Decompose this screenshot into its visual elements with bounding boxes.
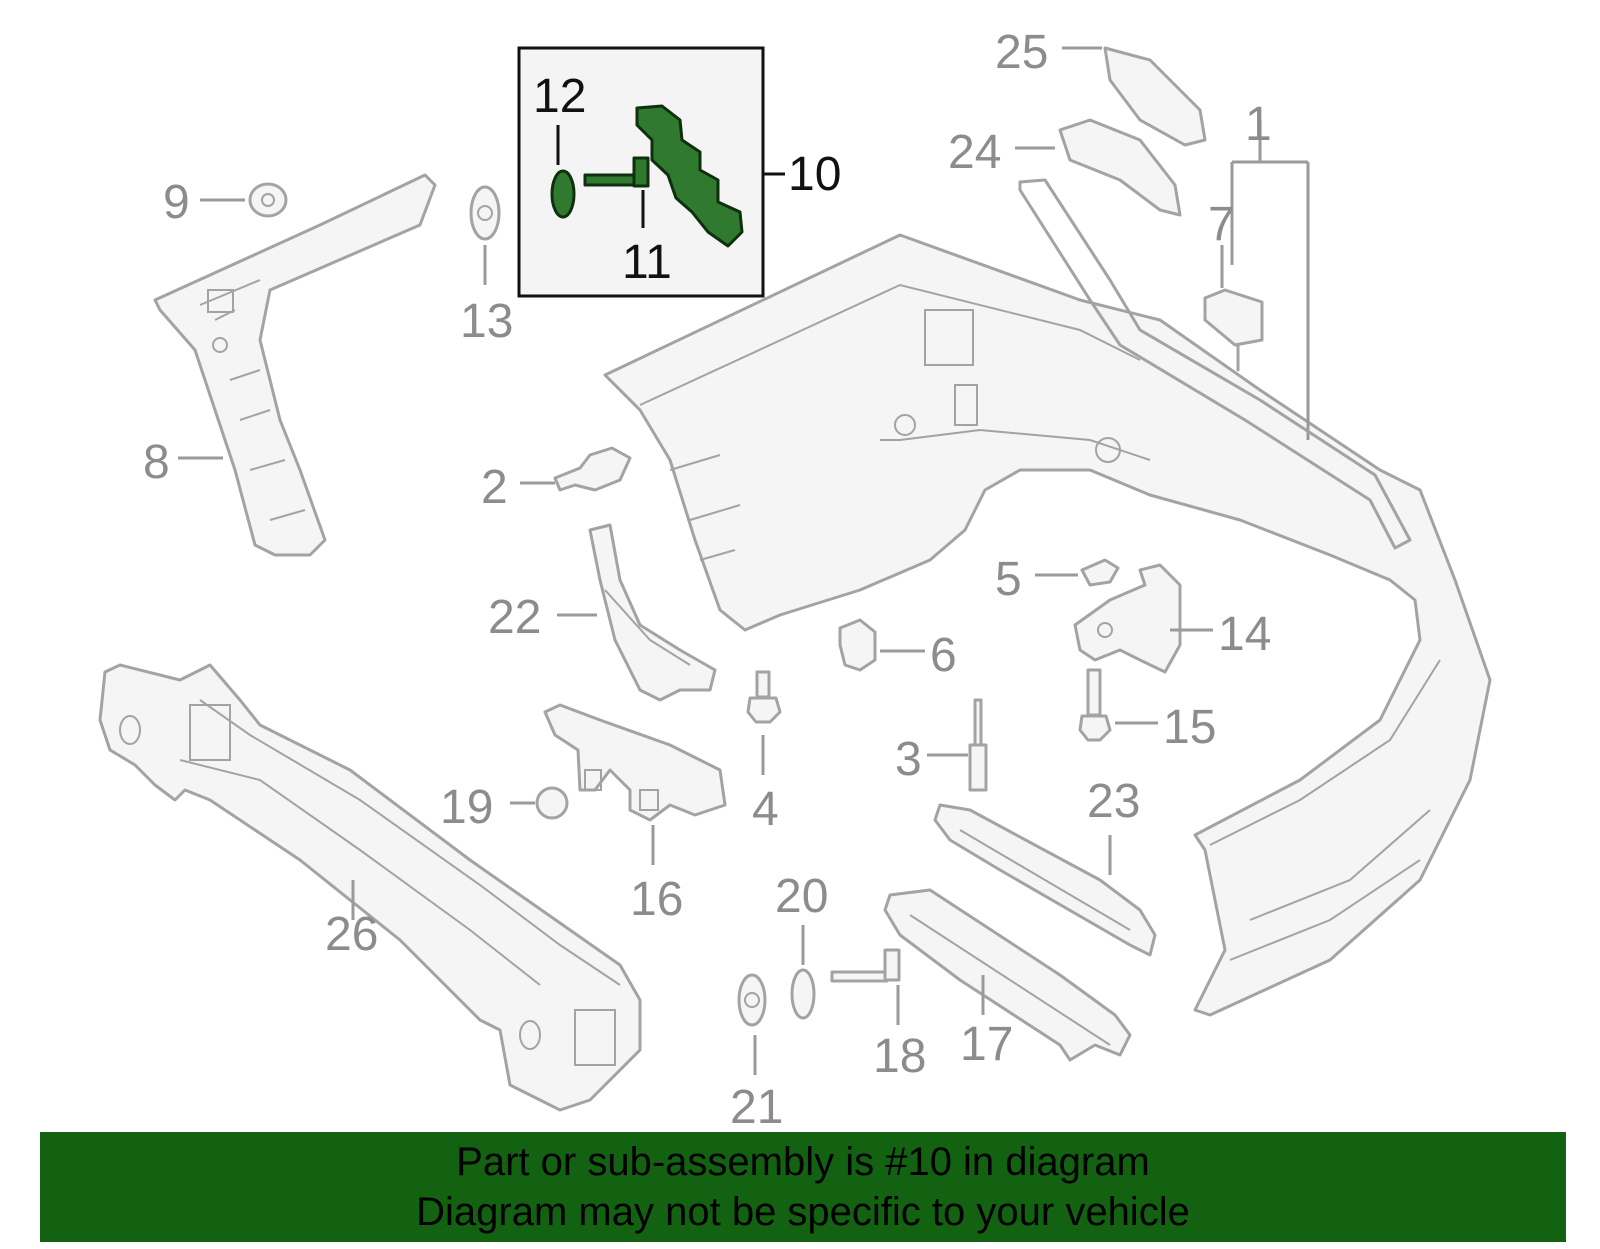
callout-6: 6 [930,629,957,682]
callout-17: 17 [960,1018,1013,1071]
callout-3: 3 [895,733,922,786]
callout-10: 10 [788,148,841,201]
part-21-flange-nut[interactable] [737,973,767,1027]
callout-12: 12 [533,70,586,123]
part-18-bolt[interactable] [830,948,901,983]
footer-line-2: Diagram may not be specific to your vehi… [416,1190,1190,1234]
part-10-guide-bracket[interactable] [635,104,744,248]
callout-26: 26 [325,908,378,961]
part-16-bracket[interactable] [543,703,727,822]
part-7-reflector[interactable] [1203,288,1264,372]
part-8-side-bracket[interactable] [153,173,437,557]
callout-22: 22 [488,591,541,644]
part-3-stud[interactable] [968,698,988,792]
part-25-trim[interactable] [1103,46,1207,147]
callout-21: 21 [730,1081,783,1134]
callout-7: 7 [1208,198,1235,251]
part-5-clip-nut[interactable] [1080,558,1120,587]
part-26-reinforcement-bar[interactable] [98,663,642,1112]
callout-24: 24 [948,126,1001,179]
part-1-bumper-cover[interactable] [603,233,1492,1017]
callout-2: 2 [481,461,508,514]
callout-8: 8 [143,436,170,489]
callout-20: 20 [775,870,828,923]
callout-14: 14 [1218,608,1271,661]
part-23-impact-strip[interactable] [933,803,1157,957]
callout-9: 9 [163,176,190,229]
part-2-clip[interactable] [553,446,632,492]
part-4-bolt[interactable] [746,670,782,724]
callout-25: 25 [995,26,1048,79]
callout-13: 13 [460,295,513,348]
part-13-flange-nut[interactable] [469,185,501,241]
part-15-bolt[interactable] [1078,668,1112,742]
part-12-washer[interactable] [550,169,576,219]
footer-banner: Part or sub-assembly is #10 in diagram D… [40,1132,1566,1242]
footer-line-1: Part or sub-assembly is #10 in diagram [456,1140,1150,1184]
callout-15: 15 [1163,701,1216,754]
callout-11: 11 [622,236,672,289]
part-19-washer[interactable] [535,786,569,820]
part-9-nut[interactable] [248,182,288,218]
callout-5: 5 [995,553,1022,606]
callout-18: 18 [873,1030,926,1083]
part-14-mount-bracket[interactable] [1073,563,1182,674]
callout-1: 1 [1245,98,1272,151]
callout-16: 16 [630,873,683,926]
callout-19: 19 [440,781,493,834]
part-6-small-bracket[interactable] [838,618,877,672]
part-11-bolt[interactable] [583,156,650,188]
part-20-washer[interactable] [790,968,816,1020]
callout-4: 4 [752,783,779,836]
upper-trim-strip [1018,178,1412,550]
part-17-impact-strip[interactable] [883,888,1132,1062]
part-24-trim[interactable] [1058,118,1182,217]
callout-23: 23 [1087,775,1140,828]
part-22-bracket[interactable] [588,523,717,702]
